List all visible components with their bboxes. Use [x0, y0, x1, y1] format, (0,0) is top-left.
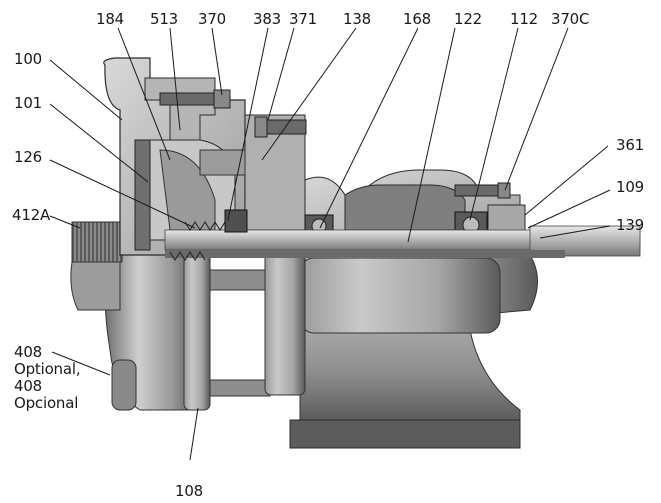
callout-138: 138	[343, 10, 372, 28]
leader-139	[539, 225, 611, 239]
mechanical-seal-spring	[169, 221, 231, 261]
seal-383	[224, 209, 248, 233]
leader-100	[49, 59, 123, 121]
bolt-head-371	[254, 116, 268, 138]
callout-122: 122	[454, 10, 483, 28]
leader-184	[117, 27, 171, 161]
leader-109	[527, 189, 611, 229]
leader-168	[319, 27, 419, 229]
base-foot	[289, 419, 521, 449]
leader-126	[49, 159, 196, 229]
leader-122	[407, 27, 456, 243]
callout-108: 108	[175, 482, 204, 500]
leader-112	[469, 27, 519, 221]
drain-plug	[111, 359, 137, 411]
leader-361	[524, 145, 609, 216]
leader-108	[189, 407, 199, 461]
bolt-head-370	[213, 89, 231, 109]
callout-100: 100	[14, 50, 43, 68]
callout-383: 383	[253, 10, 282, 28]
frame-oil-cavity	[344, 184, 466, 231]
callout-370: 370	[198, 10, 227, 28]
leader-370C	[504, 27, 569, 191]
callout-112: 112	[510, 10, 539, 28]
bolt-head-370C	[497, 182, 511, 199]
inlet-body	[70, 261, 121, 311]
leader-412A	[49, 215, 81, 229]
callout-139: 139	[616, 216, 645, 234]
callout-371: 371	[289, 10, 318, 28]
casing-wall	[134, 139, 151, 251]
leader-371	[267, 27, 295, 121]
callout-101: 101	[14, 94, 43, 112]
callout-408: 408	[14, 343, 43, 361]
callout-513: 513	[150, 10, 179, 28]
callout-408-group: 408 Optional, 408 Opcional	[14, 343, 81, 412]
adapter-cut	[199, 149, 246, 176]
callout-126: 126	[14, 148, 43, 166]
callout-109: 109	[616, 178, 645, 196]
leader-370	[211, 27, 223, 96]
leader-513	[169, 27, 181, 131]
callout-361: 361	[616, 136, 645, 154]
callout-184: 184	[96, 10, 125, 28]
callout-412A: 412A	[12, 206, 51, 224]
callout-408-es: 408	[14, 377, 43, 395]
leader-101	[49, 103, 149, 183]
leader-138	[261, 27, 357, 161]
leader-408	[51, 351, 111, 376]
threaded-inlet	[71, 221, 123, 263]
callout-168: 168	[403, 10, 432, 28]
callout-408-optional: Optional,	[14, 360, 81, 378]
callout-370C: 370C	[551, 10, 590, 28]
shaft-shadow	[165, 250, 565, 258]
leader-383	[227, 27, 269, 221]
callout-408-opcional: Opcional	[14, 394, 79, 412]
